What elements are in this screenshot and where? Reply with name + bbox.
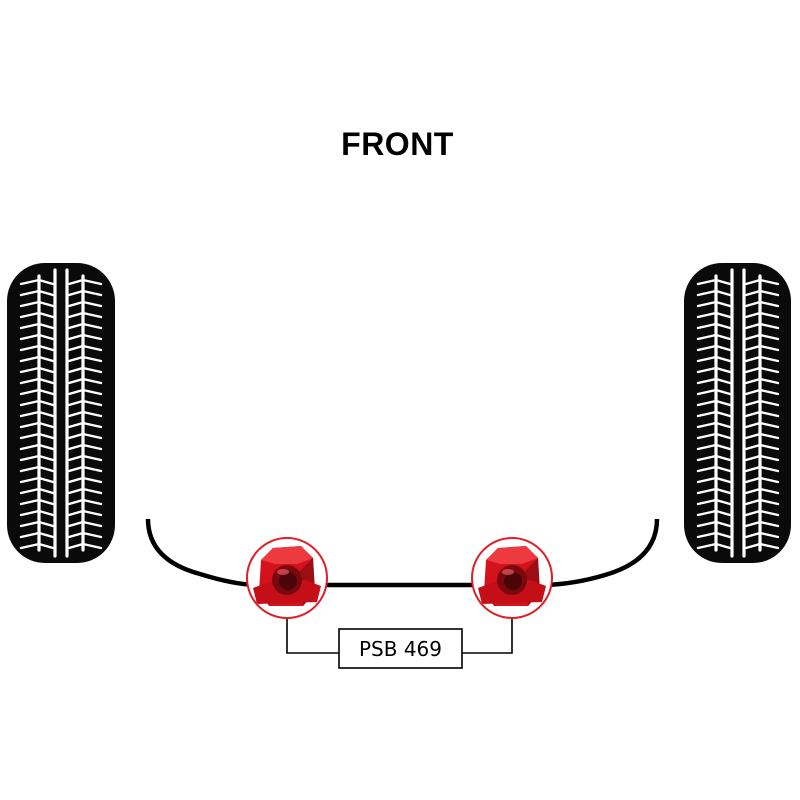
front-label: FRONT <box>341 126 454 162</box>
part-number-label: PSB 469 <box>359 637 442 661</box>
left-tyre-icon <box>7 263 115 563</box>
part-number-box: PSB 469 <box>338 628 463 669</box>
anti-roll-bar <box>145 518 660 588</box>
leader-line-left <box>286 617 339 654</box>
right-bush-icon <box>471 537 553 619</box>
left-bush-icon <box>246 537 328 619</box>
right-tyre-icon <box>684 263 791 563</box>
leader-line-right <box>462 617 513 654</box>
